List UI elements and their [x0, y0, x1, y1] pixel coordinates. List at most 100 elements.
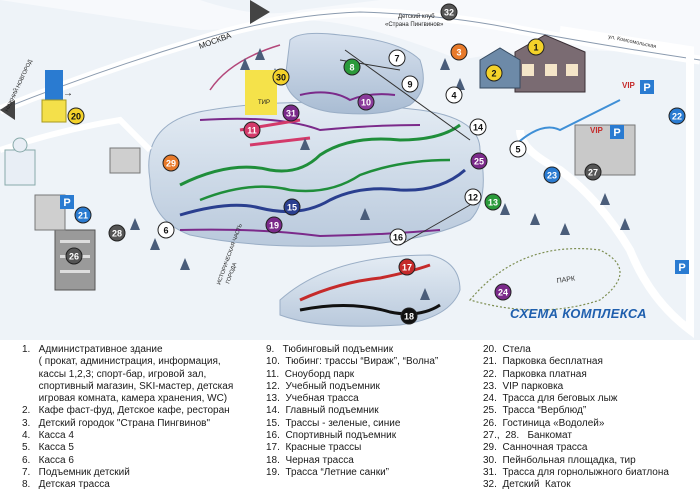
- trail-tubing: [299, 91, 396, 102]
- map-marker-18: 18: [400, 307, 418, 325]
- map-marker-27: 27: [584, 163, 602, 181]
- legend-item: 22. Парковка платная: [483, 368, 587, 380]
- map-marker-3: 3: [450, 43, 468, 61]
- trail-blue: [179, 168, 466, 217]
- resort-map: ТИР МОСКВА НИЖНИЙ НОВГОРОД ул. Комсомоль…: [0, 0, 700, 340]
- map-marker-6: 6: [157, 221, 175, 239]
- map-marker-16: 16: [389, 228, 407, 246]
- legend-item: 9. Тюбинговый подъемник: [266, 344, 394, 355]
- svg-text:22: 22: [672, 112, 682, 122]
- lower-slope-area: [279, 254, 461, 327]
- footpath: [209, 44, 281, 91]
- sign-stela: [45, 70, 63, 100]
- svg-text:25: 25: [474, 157, 484, 167]
- svg-text:11: 11: [247, 126, 257, 136]
- map-marker-5: 5: [509, 140, 527, 158]
- legend-item: игровая комната, камера хранения, WC): [22, 393, 228, 405]
- road-street: [516, 26, 694, 339]
- svg-text:31: 31: [286, 109, 296, 119]
- parking-building: [34, 124, 636, 231]
- map-marker-31: 31: [282, 104, 300, 122]
- sign-arrow: →: [63, 88, 73, 99]
- club-label-2: «Страна Пингвинов»: [385, 22, 444, 28]
- legend-item: 10. Тюбинг: трассы “Вираж”, “Волна”: [266, 356, 439, 368]
- lift-sport: [399, 204, 471, 246]
- legend-item: 29. Санночная трасса: [483, 442, 588, 454]
- svg-text:32: 32: [444, 8, 454, 18]
- vip-label-mid: VIP: [590, 126, 604, 135]
- svg-text:P: P: [643, 82, 650, 94]
- map-marker-20: 20: [67, 107, 85, 125]
- map-marker-29: 29: [162, 154, 180, 172]
- svg-text:27: 27: [588, 168, 598, 178]
- map-marker-2: 2: [485, 64, 503, 82]
- map-marker-24: 24: [494, 283, 512, 301]
- legend-item: 20. Стела: [483, 344, 531, 355]
- legend-item: 18. Черная трасса: [266, 454, 354, 466]
- tir-label: ТИР: [258, 100, 270, 106]
- club-label-1: Детский клуб: [398, 13, 435, 20]
- map-marker-8: 8: [343, 58, 361, 76]
- svg-text:20: 20: [71, 112, 81, 122]
- church: [4, 137, 36, 186]
- map-marker-9: 9: [401, 75, 419, 93]
- legend-item: 1. Административное здание: [22, 344, 163, 355]
- svg-text:28: 28: [112, 229, 122, 239]
- svg-text:13: 13: [488, 198, 498, 208]
- legend-column-1: 1. Административное здание ( прокат, адм…: [22, 344, 267, 492]
- map-marker-30: 30: [272, 68, 290, 86]
- svg-text:7: 7: [394, 54, 399, 64]
- legend-item: ( прокат, администрация, информация,: [22, 356, 221, 368]
- legend: 1. Административное здание ( прокат, адм…: [0, 340, 700, 497]
- trees: [130, 48, 630, 300]
- svg-text:29: 29: [166, 159, 176, 169]
- parking-signs: P P P P: [60, 80, 689, 274]
- map-marker-28: 28: [108, 224, 126, 242]
- map-marker-23: 23: [543, 166, 561, 184]
- map-marker-4: 4: [445, 86, 463, 104]
- svg-text:16: 16: [393, 233, 403, 243]
- map-marker-19: 19: [265, 216, 283, 234]
- legend-item: 27., 28. Банкомат: [483, 430, 572, 442]
- vip-label-top: VIP: [622, 81, 636, 90]
- svg-text:9: 9: [407, 80, 412, 90]
- legend-item: 30. Пейнбольная площадка, тир: [483, 454, 636, 466]
- legend-item: 14. Главный подъемник: [266, 405, 379, 417]
- map-marker-22: 22: [668, 107, 686, 125]
- legend-item: 31. Трасса для горнолыжного биатлона: [483, 466, 669, 478]
- svg-text:19: 19: [269, 221, 279, 231]
- svg-text:2: 2: [491, 69, 496, 79]
- svg-text:4: 4: [451, 91, 456, 101]
- trail-red: [299, 263, 431, 302]
- svg-text:15: 15: [287, 203, 297, 213]
- svg-text:24: 24: [498, 288, 508, 298]
- trail-green-2: [199, 158, 451, 202]
- legend-item: 16. Спортивный подъемник: [266, 430, 397, 442]
- hotel-building: [54, 229, 96, 291]
- legend-item: 3. Детский городок "Страна Пингвинов": [22, 417, 211, 429]
- svg-text:18: 18: [404, 312, 414, 322]
- legend-item: 11. Сноуборд парк: [266, 368, 355, 380]
- legend-item: 23. VIP парковка: [483, 380, 564, 392]
- lift-main: [344, 49, 471, 141]
- legend-item: 12. Учебный подъемник: [266, 380, 380, 392]
- map-marker-11: 11: [243, 121, 261, 139]
- svg-text:21: 21: [78, 211, 88, 221]
- legend-item: 24. Трасса для беговых лыж: [483, 393, 618, 405]
- legend-item: 25. Трасса “Верблюд”: [483, 405, 587, 417]
- legend-item: 26. Гостиница «Водолей»: [483, 417, 605, 429]
- trail-green: [179, 123, 461, 187]
- main-slope-area: [148, 102, 484, 247]
- map-marker-12: 12: [464, 188, 482, 206]
- legend-item: 19. Трасса “Летние санки”: [266, 466, 389, 478]
- map-marker-10: 10: [357, 93, 375, 111]
- legend-item: 4. Касса 4: [22, 430, 74, 442]
- legend-item: 6. Касса 6: [22, 454, 74, 466]
- svg-text:12: 12: [468, 193, 478, 203]
- svg-text:26: 26: [69, 252, 79, 262]
- map-marker-32: 32: [440, 3, 458, 21]
- map-marker-14: 14: [469, 118, 487, 136]
- svg-text:P: P: [63, 197, 70, 209]
